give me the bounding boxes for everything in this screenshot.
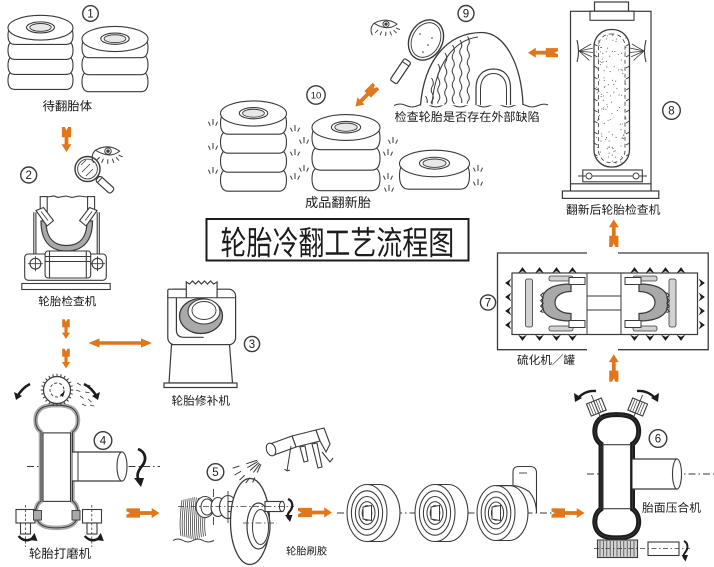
svg-text:7: 7: [485, 298, 491, 310]
svg-text:9: 9: [463, 9, 469, 21]
svg-text:5: 5: [212, 467, 218, 479]
svg-text:10: 10: [311, 90, 322, 101]
svg-text:6: 6: [655, 434, 661, 446]
svg-text:1: 1: [87, 9, 93, 21]
svg-text:8: 8: [668, 106, 674, 118]
svg-text:2: 2: [25, 170, 31, 182]
svg-text:3: 3: [249, 339, 255, 351]
svg-text:4: 4: [100, 436, 107, 448]
